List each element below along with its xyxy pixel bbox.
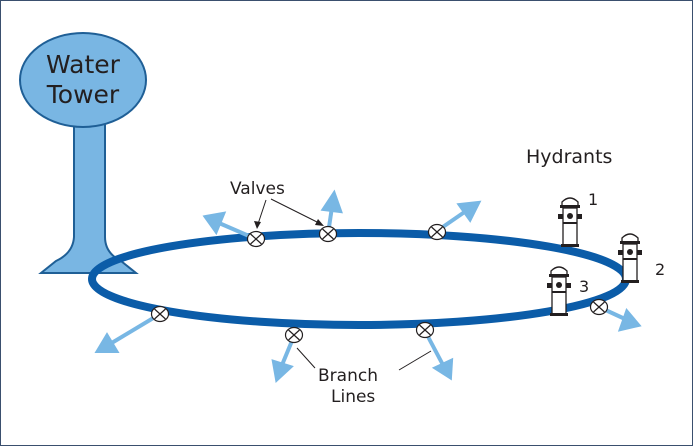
hydrant-3: 3 bbox=[546, 266, 589, 317]
tower-label-water: Water bbox=[46, 50, 121, 79]
hydrant-number-3: 3 bbox=[579, 277, 589, 296]
tower-label-tower: Tower bbox=[46, 80, 120, 109]
branch-arrow bbox=[423, 330, 454, 381]
valve-icon bbox=[427, 223, 447, 241]
branch-lines bbox=[94, 189, 642, 383]
water-tower: Water Tower bbox=[19, 32, 147, 274]
tower-tank bbox=[19, 32, 147, 128]
hydrant-1: 1 bbox=[557, 190, 598, 248]
valve-icon bbox=[318, 225, 338, 243]
valve-icon bbox=[589, 298, 609, 316]
hydrant-icon bbox=[557, 197, 583, 248]
valves-callout: Valves bbox=[230, 179, 324, 229]
distribution-loop-pipe bbox=[88, 229, 630, 329]
branch-lines-label-line1: Branch bbox=[318, 366, 378, 386]
hydrant-number-2: 2 bbox=[655, 260, 665, 279]
tower-shape bbox=[38, 112, 139, 274]
branch-lines-callout: Branch Lines bbox=[296, 347, 432, 407]
valve-icon bbox=[246, 230, 266, 248]
valves-label: Valves bbox=[230, 179, 285, 199]
branch-arrow bbox=[94, 312, 162, 353]
valve-icon bbox=[150, 305, 170, 323]
hydrant-2: 2 bbox=[617, 233, 665, 284]
branch-lines-label-line2: Lines bbox=[331, 387, 375, 407]
valve-icon bbox=[284, 326, 304, 344]
hydrants-title: Hydrants bbox=[526, 146, 612, 168]
valve-icon bbox=[415, 321, 435, 339]
hydrants: Hydrants 1 2 3 bbox=[526, 146, 665, 317]
hydrant-number-1: 1 bbox=[588, 190, 598, 209]
